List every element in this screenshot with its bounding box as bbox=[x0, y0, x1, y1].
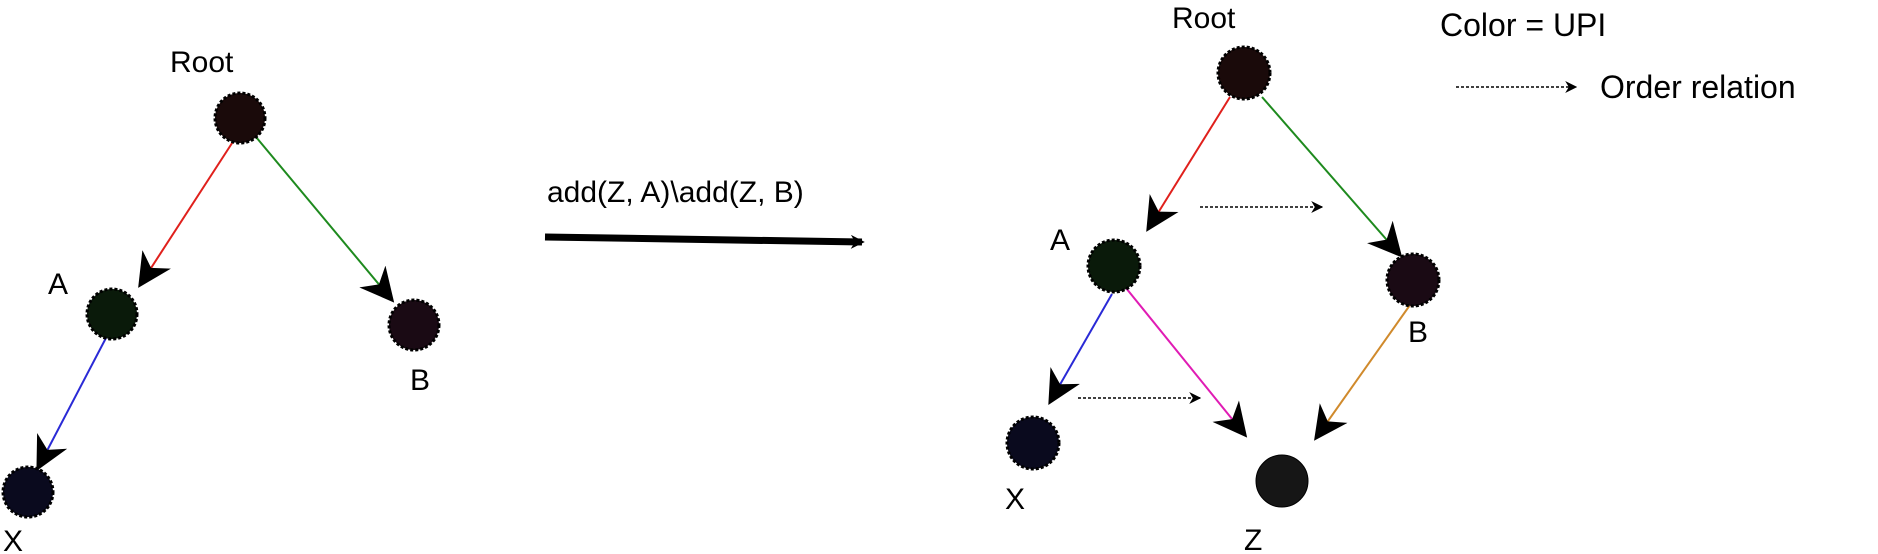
label-x: X bbox=[1005, 483, 1025, 516]
edge-root-b bbox=[1261, 96, 1403, 258]
edge-a-x bbox=[1048, 293, 1113, 405]
legend-color-note: Color = UPI bbox=[1440, 7, 1606, 43]
legend-order-note: Order relation bbox=[1600, 69, 1796, 105]
edge-a-z bbox=[1125, 287, 1248, 438]
edge-root-a bbox=[138, 136, 237, 288]
label-b: B bbox=[410, 364, 430, 397]
tree-before: Root A B X bbox=[1, 46, 441, 554]
operation-arrow bbox=[544, 233, 865, 249]
node-a bbox=[85, 287, 139, 341]
edge-root-b bbox=[255, 136, 395, 303]
node-b bbox=[1385, 252, 1441, 308]
label-x: X bbox=[3, 525, 23, 554]
node-x bbox=[1005, 415, 1061, 471]
label-a: A bbox=[1050, 224, 1070, 257]
node-b bbox=[387, 298, 441, 352]
node-root bbox=[1216, 45, 1272, 101]
node-root bbox=[213, 91, 267, 145]
operation: add(Z, A)\add(Z, B) bbox=[544, 176, 865, 249]
label-root: Root bbox=[170, 46, 234, 79]
edge-a-x bbox=[36, 335, 108, 472]
label-z: Z bbox=[1244, 524, 1262, 554]
node-z bbox=[1255, 454, 1309, 508]
operation-label: add(Z, A)\add(Z, B) bbox=[547, 176, 804, 209]
tree-after: Root A B X Z bbox=[1005, 2, 1441, 554]
edge-root-a bbox=[1146, 96, 1231, 232]
node-x bbox=[1, 465, 55, 519]
label-a: A bbox=[48, 268, 68, 301]
legend: Color = UPI Order relation bbox=[1440, 7, 1796, 105]
edge-b-z bbox=[1314, 304, 1411, 441]
label-b: B bbox=[1408, 316, 1428, 349]
label-root: Root bbox=[1172, 2, 1236, 35]
node-a bbox=[1086, 238, 1142, 294]
